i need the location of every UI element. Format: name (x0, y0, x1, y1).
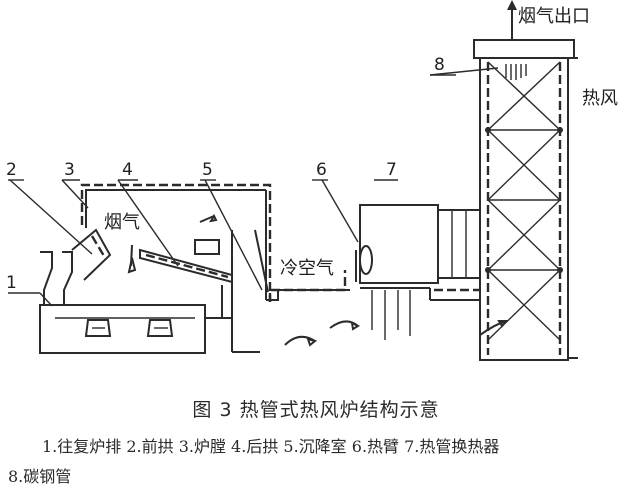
exchanger-tower (473, 39, 578, 361)
callout-2: 2 (6, 160, 17, 180)
fuel-hopper (40, 251, 73, 305)
callout-3: 3 (64, 160, 75, 180)
figure-caption: 图 3 热管式热风炉结构示意 (192, 399, 440, 421)
figure-legend: 1.往复炉排 2.前拱 3.炉膛 4.后拱 5.沉降室 6.热臂 7.热管换热器… (8, 432, 624, 492)
furnace-chamber (80, 183, 272, 302)
callout-5: 5 (202, 160, 213, 180)
heat-arm (355, 245, 373, 282)
callout-7: 7 (386, 160, 397, 180)
flue-outlet-label: 烟气出口 (518, 6, 590, 27)
flow-arrows (127, 213, 509, 347)
carbon-steel-tube-fins (505, 64, 527, 80)
callout-6: 6 (316, 160, 327, 180)
hot-air-label: 热风 (582, 88, 618, 109)
callout-4: 4 (122, 160, 133, 180)
front-arch (71, 228, 112, 281)
legend-line-2: 8.碳钢管 (8, 467, 72, 486)
reciprocating-grate (39, 230, 260, 354)
callout-1: 1 (6, 273, 17, 293)
callout-8: 8 (434, 55, 445, 75)
heat-pipe-furnace-diagram: 1 2 3 4 5 6 7 8 烟气出口 热风 烟气 冷空气 (6, 0, 618, 361)
flue-gas-label: 烟气 (104, 212, 140, 233)
leader-lines (8, 67, 499, 307)
cold-air-label: 冷空气 (280, 258, 334, 279)
legend-line-1: 1.往复炉排 2.前拱 3.炉膛 4.后拱 5.沉降室 6.热臂 7.热管换热器 (42, 437, 500, 456)
flue-outlet-arrow (507, 0, 517, 40)
back-arch (139, 239, 233, 284)
heat-pipe-exchanger (359, 204, 480, 301)
settling-chamber (254, 229, 431, 340)
